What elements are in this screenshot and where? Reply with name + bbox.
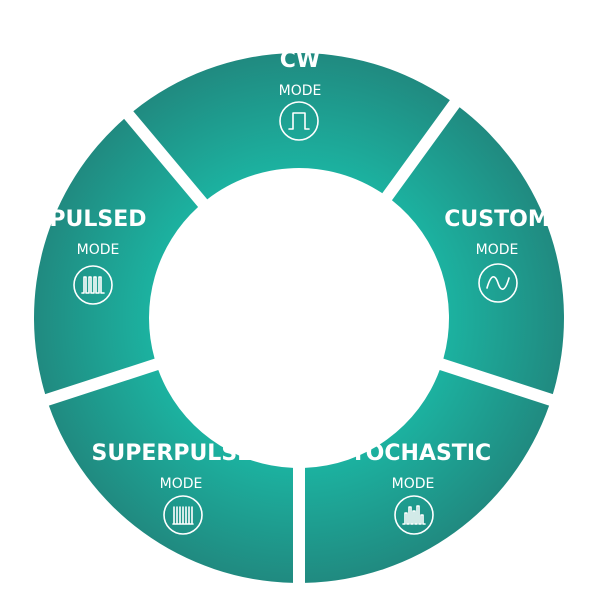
pulsed-title: PULSED: [49, 207, 146, 232]
stochastic-title: STOCHASTIC: [335, 441, 491, 466]
random-pulse-icon: [394, 495, 434, 535]
superpulsed-subtitle: MODE: [160, 476, 203, 492]
ring-segments: [34, 53, 564, 583]
cw-title: CW: [280, 48, 320, 73]
segment-label-cw: CW MODE: [279, 48, 322, 141]
segment-custom: [391, 107, 564, 395]
segment-cw: [133, 53, 450, 200]
pulsed-subtitle: MODE: [77, 242, 120, 258]
segment-label-superpulsed: SUPERPULSED MODE: [92, 441, 271, 535]
segment-label-pulsed: PULSED MODE: [49, 207, 147, 305]
segment-stochastic: [304, 370, 550, 583]
segment-pulsed: [34, 118, 199, 395]
custom-title: CUSTOM: [444, 207, 549, 232]
segment-label-custom: CUSTOM MODE: [444, 207, 550, 303]
segment-label-stochastic: STOCHASTIC MODE: [335, 441, 491, 535]
custom-subtitle: MODE: [476, 242, 519, 258]
superpulsed-title: SUPERPULSED: [92, 441, 271, 466]
cw-subtitle: MODE: [279, 83, 322, 99]
sine-wave-icon: [478, 263, 518, 303]
superpulse-icon: [163, 495, 203, 535]
stochastic-subtitle: MODE: [392, 476, 435, 492]
square-wave-icon: [279, 101, 319, 141]
segment-superpulsed: [48, 370, 294, 583]
pulse-train-icon: [73, 265, 113, 305]
